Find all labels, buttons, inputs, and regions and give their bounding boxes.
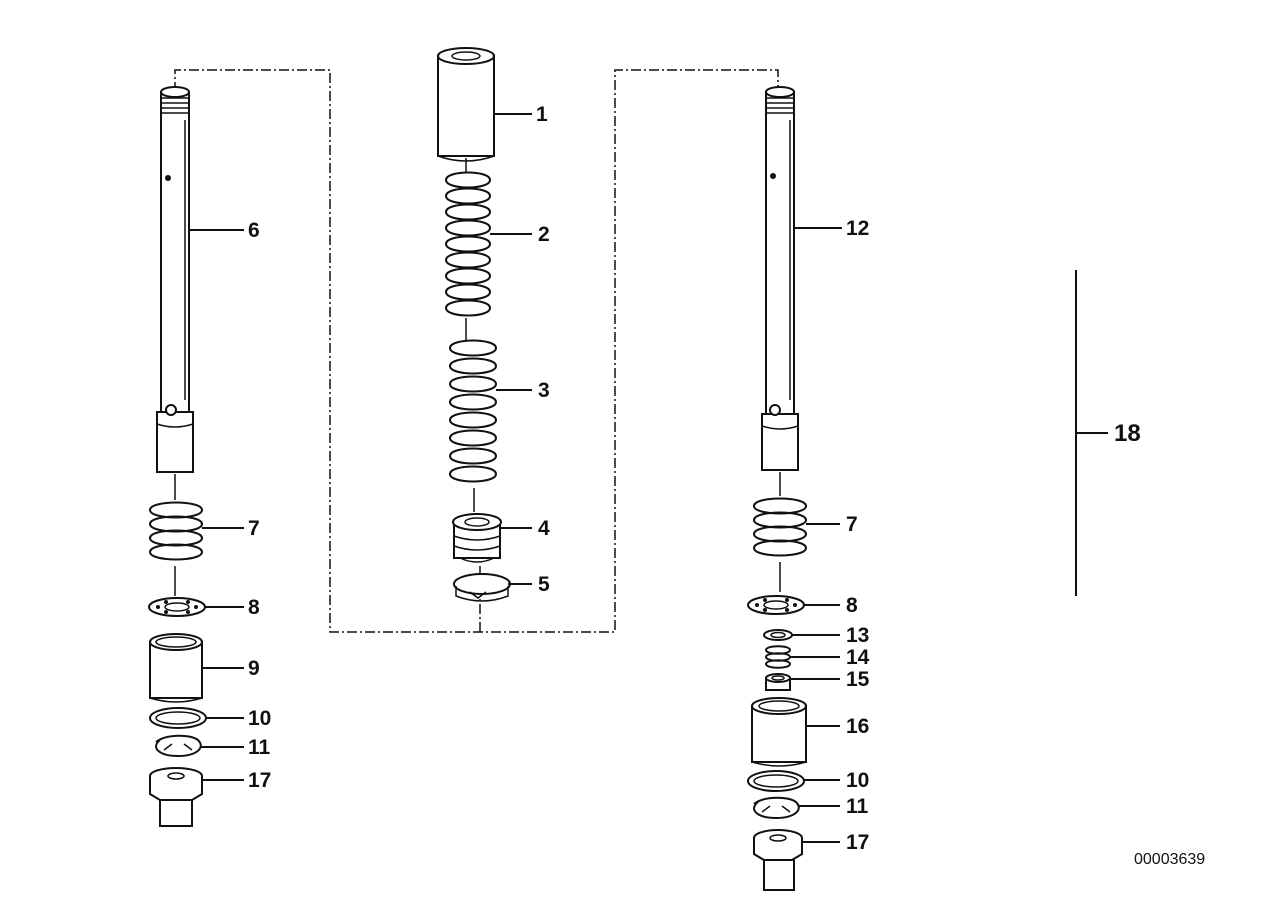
part-11a-circlip [155,734,202,758]
part-4-spring-seat [452,513,502,563]
part-6-fork-tube [156,86,194,473]
callout-2: 2 [538,223,550,246]
callout-10-left: 10 [248,707,271,730]
part-16-bushing [751,697,807,767]
part-8a-bearing-washer [148,597,206,617]
part-2-spring [445,158,492,340]
callout-8-right: 8 [846,594,858,617]
callout-9: 9 [248,657,260,680]
part-7a-spring [149,474,204,596]
part-17b-cap [753,829,803,891]
callout-labels: 1 2 3 4 5 6 7 8 9 10 11 17 12 7 8 13 14 … [248,103,1141,854]
part-13-washer [763,629,793,641]
part-9-bushing [149,633,203,703]
part-10b-ring [747,770,805,792]
part-17a-cap [149,767,203,827]
callout-10-right: 10 [846,769,869,792]
callout-6: 6 [248,219,260,242]
part-3-spring [449,339,498,512]
document-number: 00003639 [1134,851,1205,868]
part-8b-bearing-washer [747,595,805,615]
callout-18: 18 [1114,420,1141,447]
part-7b-spring [753,472,808,592]
callout-3: 3 [538,379,550,402]
assembly-link-lines [174,69,779,633]
part-14-spring [765,645,792,669]
callout-17-right: 17 [846,831,869,854]
callout-5: 5 [538,573,550,596]
callout-4: 4 [538,517,550,540]
callout-7-left: 7 [248,517,260,540]
part-11b-circlip [753,796,800,820]
callout-12: 12 [846,217,869,240]
callout-17-left: 17 [248,769,271,792]
callout-11-left: 11 [248,736,271,759]
part-5-circlip [453,566,511,602]
part-1-sleeve [437,47,495,162]
callout-16: 16 [846,715,869,738]
callout-11-right: 11 [846,795,869,818]
callout-14: 14 [846,646,870,669]
leader-lines [189,113,842,843]
callout-13: 13 [846,624,869,647]
callout-7-right: 7 [846,513,858,536]
callout-8-left: 8 [248,596,260,619]
part-12-fork-tube [761,86,799,471]
callout-1: 1 [536,103,548,126]
part-15-valve [765,673,791,691]
callout-15: 15 [846,668,870,691]
part-10a-ring [149,707,207,729]
assembly-bracket [1075,270,1108,596]
